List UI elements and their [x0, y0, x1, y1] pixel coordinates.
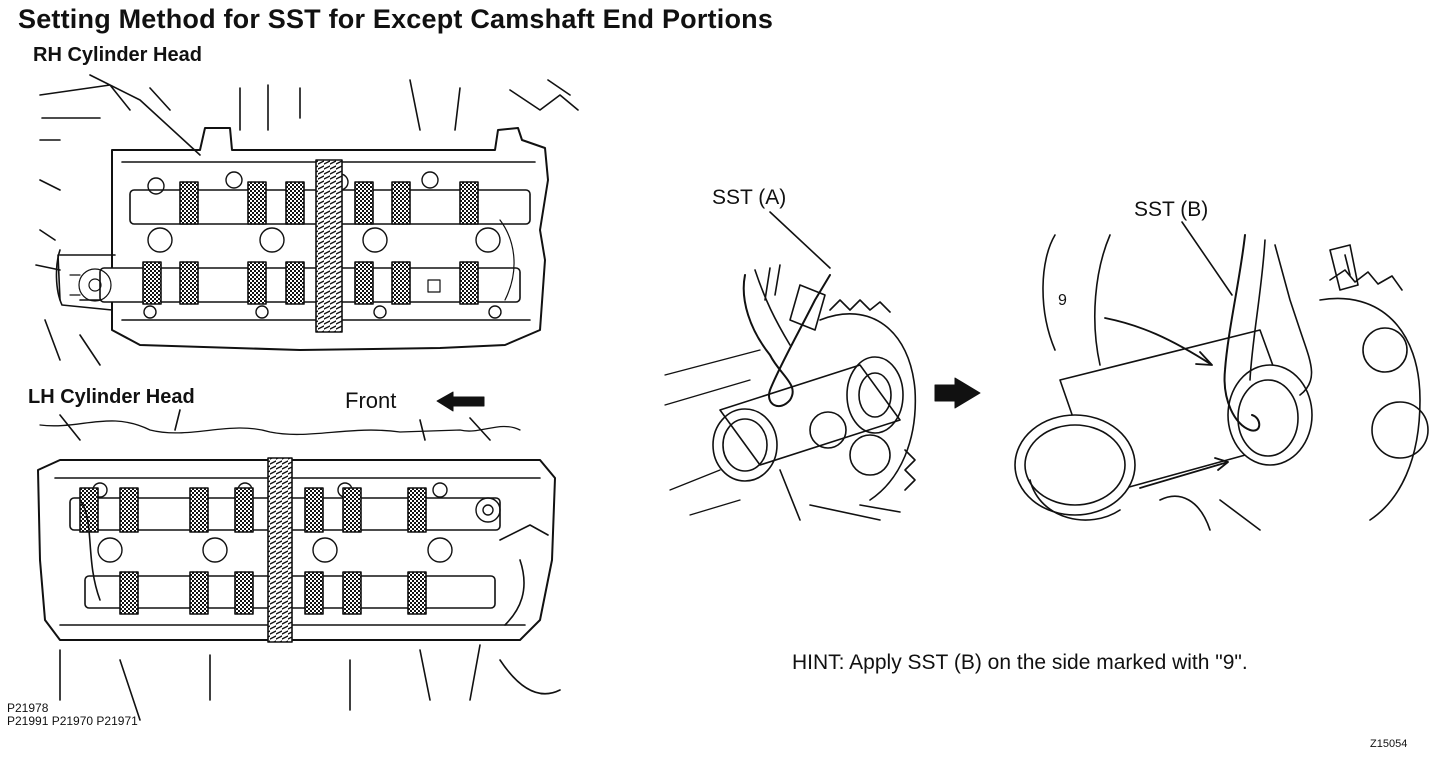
lh-cylinder-head-label: LH Cylinder Head — [28, 386, 195, 408]
rh-cylinder-head-label: RH Cylinder Head — [33, 44, 202, 66]
front-label: Front — [345, 388, 397, 413]
mark-9-label: 9 — [1058, 292, 1067, 309]
page-title: Setting Method for SST for Except Camsha… — [18, 4, 774, 34]
lh-cylinder-head-drawing — [37, 409, 561, 721]
sst-a-label: SST (A) — [712, 186, 787, 209]
step-arrow-icon — [934, 377, 981, 409]
hint-text: HINT: Apply SST (B) on the side marked w… — [792, 651, 1248, 674]
reference-code-2: P21991 P21970 P21971 — [7, 714, 138, 728]
reference-code-1: P21978 — [7, 701, 49, 715]
sst-a-closeup-drawing — [664, 211, 917, 521]
sst-b-label: SST (B) — [1134, 198, 1209, 221]
sst-b-closeup-drawing: 9 — [1014, 221, 1429, 531]
reference-codes: P21978 P21991 P21970 P21971 — [7, 702, 138, 728]
rh-cylinder-head-drawing — [35, 74, 579, 366]
front-arrow-icon — [436, 391, 485, 412]
figure-code: Z15054 — [1370, 738, 1408, 750]
